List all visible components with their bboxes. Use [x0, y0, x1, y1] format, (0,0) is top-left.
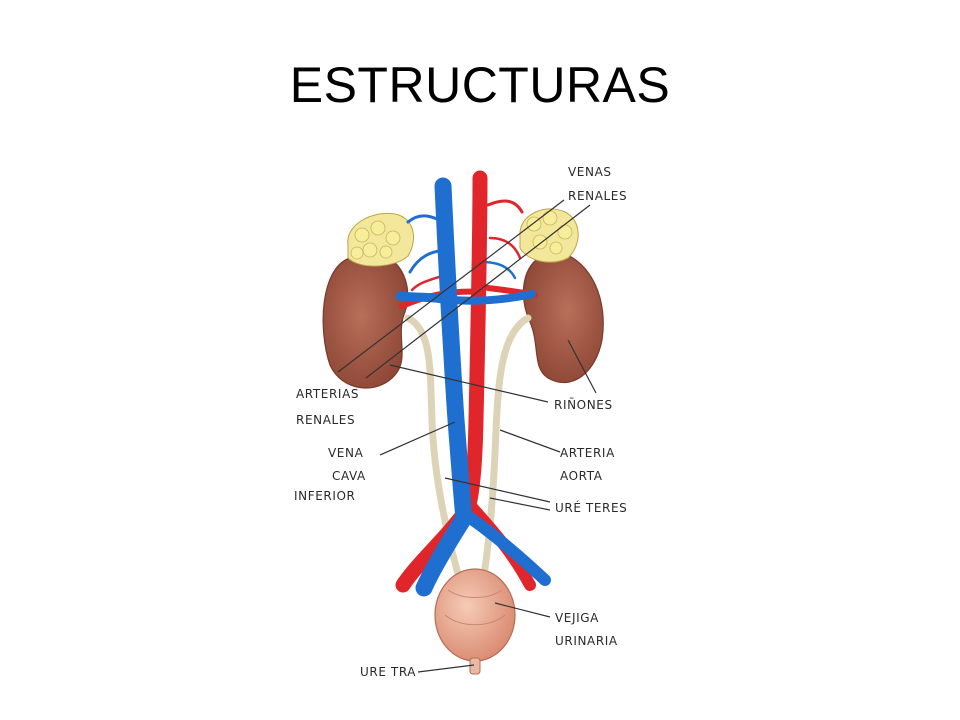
- label-venas-renales-2: RENALES: [568, 189, 627, 203]
- label-vejiga-2: URINARIA: [555, 634, 618, 648]
- left-renal-vein: [395, 291, 453, 305]
- label-arteria-aorta-1: ARTERIA: [560, 446, 615, 460]
- label-arteria-aorta-2: AORTA: [560, 469, 603, 483]
- left-adrenal-gland: [347, 212, 415, 267]
- label-vena-cava-2: CAVA: [332, 469, 366, 483]
- label-vena-cava-3: INFERIOR: [294, 489, 355, 503]
- urinary-bladder: [434, 568, 516, 662]
- label-vena-cava-1: VENA: [328, 446, 364, 460]
- right-ureter: [478, 314, 532, 592]
- label-arterias-renales-2: RENALES: [296, 413, 355, 427]
- leader-lines: [337, 199, 597, 673]
- right-kidney: [522, 251, 604, 384]
- urethra: [469, 657, 481, 675]
- left-kidney: [322, 255, 409, 389]
- vena-cava-inferior: [415, 177, 473, 597]
- aorta: [395, 170, 488, 593]
- label-ureteres: URÉ TERES: [555, 500, 627, 515]
- label-arterias-renales-1: ARTERIAS: [296, 387, 359, 401]
- right-adrenal-gland: [519, 208, 579, 263]
- right-renal-vein: [448, 290, 536, 305]
- label-rinones: RIÑONES: [554, 397, 613, 412]
- label-vejiga-1: VEJIGA: [555, 611, 599, 625]
- label-venas-renales-1: VENAS: [568, 165, 612, 179]
- slide-title: ESTRUCTURAS: [289, 57, 671, 113]
- label-uretra: URE TRA: [360, 665, 416, 679]
- right-iliac-vein: [460, 509, 551, 586]
